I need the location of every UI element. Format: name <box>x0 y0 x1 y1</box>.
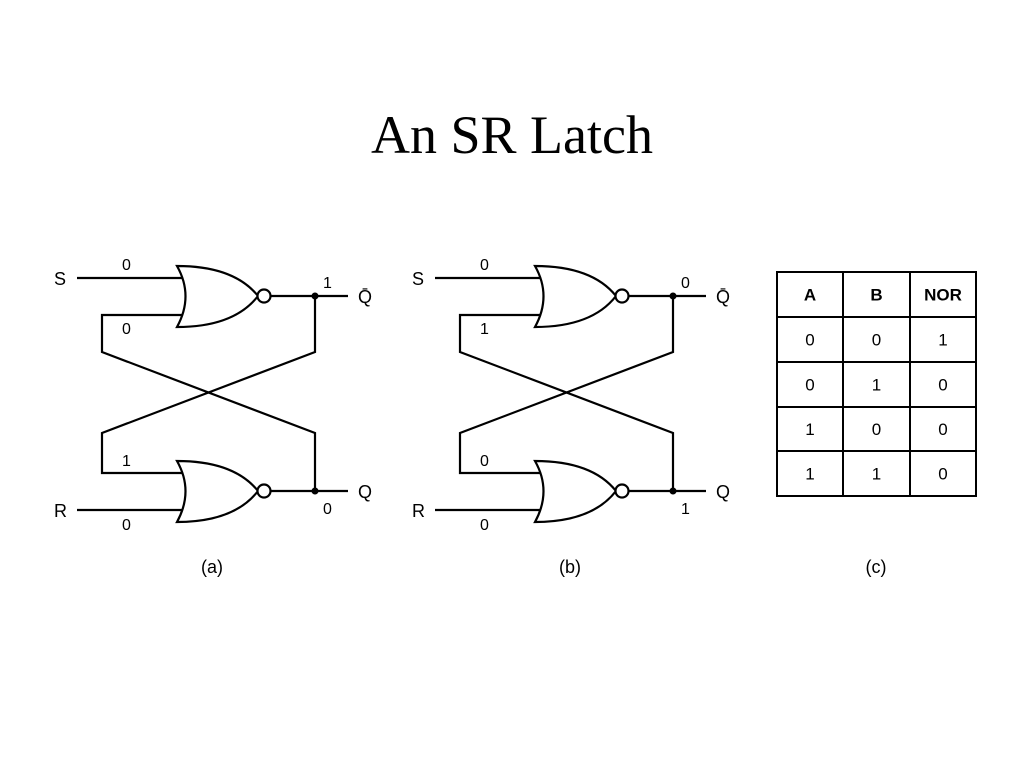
s-value-label: 0 <box>480 257 489 274</box>
qbar-value-label: 0 <box>681 275 690 292</box>
qbar-junction-dot <box>669 292 677 300</box>
table-cell: 1 <box>872 376 881 395</box>
table-cell: 1 <box>938 331 947 350</box>
table-cell: 1 <box>872 465 881 484</box>
table-header-cell: B <box>870 286 882 305</box>
q-output-label: Q <box>716 482 730 502</box>
table-header-cell: A <box>804 286 816 305</box>
top-nor-gate <box>533 264 618 329</box>
circuit-caption: (a) <box>201 557 223 577</box>
s-value-label: 0 <box>122 257 131 274</box>
table-cell: 1 <box>805 465 814 484</box>
q-junction-dot <box>669 487 677 495</box>
table-cell: 0 <box>938 376 947 395</box>
table-cell: 0 <box>805 376 814 395</box>
table-border <box>776 271 977 497</box>
q-value-label: 1 <box>681 501 690 518</box>
q-value-label: 0 <box>323 501 332 518</box>
truth-table-caption: (c) <box>866 557 887 577</box>
q-output-label: Q <box>358 482 372 502</box>
circuit-caption: (b) <box>559 557 581 577</box>
s-input-label: S <box>54 269 66 289</box>
table-cell: 1 <box>805 420 814 439</box>
top-nor-gate <box>175 264 260 329</box>
q-junction-dot <box>311 487 319 495</box>
bottom-nor-bubble <box>614 483 630 499</box>
bottom-feedback-value-label: 0 <box>480 453 489 470</box>
bottom-feedback-value-label: 1 <box>122 453 131 470</box>
feedback-wire-q-to-top <box>100 313 317 491</box>
top-feedback-value-label: 1 <box>480 321 489 338</box>
sr-latch-circuit-b: S R Q̄ Q 0 1 0 0 0 1 (b) <box>412 257 730 577</box>
top-feedback-value-label: 0 <box>122 321 131 338</box>
feedback-wire-q-to-top <box>458 313 675 491</box>
slide-title: An SR Latch <box>371 105 653 165</box>
nor-truth-table: A B NOR 0 0 1 0 1 0 1 0 0 1 1 0 (c) <box>776 271 977 577</box>
bottom-nor-gate <box>175 459 260 524</box>
top-nor-bubble <box>256 288 272 304</box>
table-cell: 0 <box>938 465 947 484</box>
qbar-output-label: Q̄ <box>716 287 730 307</box>
bottom-nor-bubble <box>256 483 272 499</box>
r-value-label: 0 <box>480 517 489 534</box>
r-value-label: 0 <box>122 517 131 534</box>
bottom-nor-gate <box>533 459 618 524</box>
qbar-value-label: 1 <box>323 275 332 292</box>
top-nor-bubble <box>614 288 630 304</box>
feedback-wire-qbar-to-bottom <box>458 296 675 475</box>
r-input-label: R <box>54 501 67 521</box>
table-cell: 0 <box>938 420 947 439</box>
r-input-label: R <box>412 501 425 521</box>
qbar-junction-dot <box>311 292 319 300</box>
table-header-cell: NOR <box>924 286 962 305</box>
table-cell: 0 <box>872 331 881 350</box>
table-cell: 0 <box>805 331 814 350</box>
qbar-output-label: Q̄ <box>358 287 372 307</box>
feedback-wire-qbar-to-bottom <box>100 296 317 475</box>
table-cell: 0 <box>872 420 881 439</box>
s-input-label: S <box>412 269 424 289</box>
sr-latch-circuit-a: S R Q̄ Q 0 0 1 1 0 0 (a) <box>54 257 372 577</box>
